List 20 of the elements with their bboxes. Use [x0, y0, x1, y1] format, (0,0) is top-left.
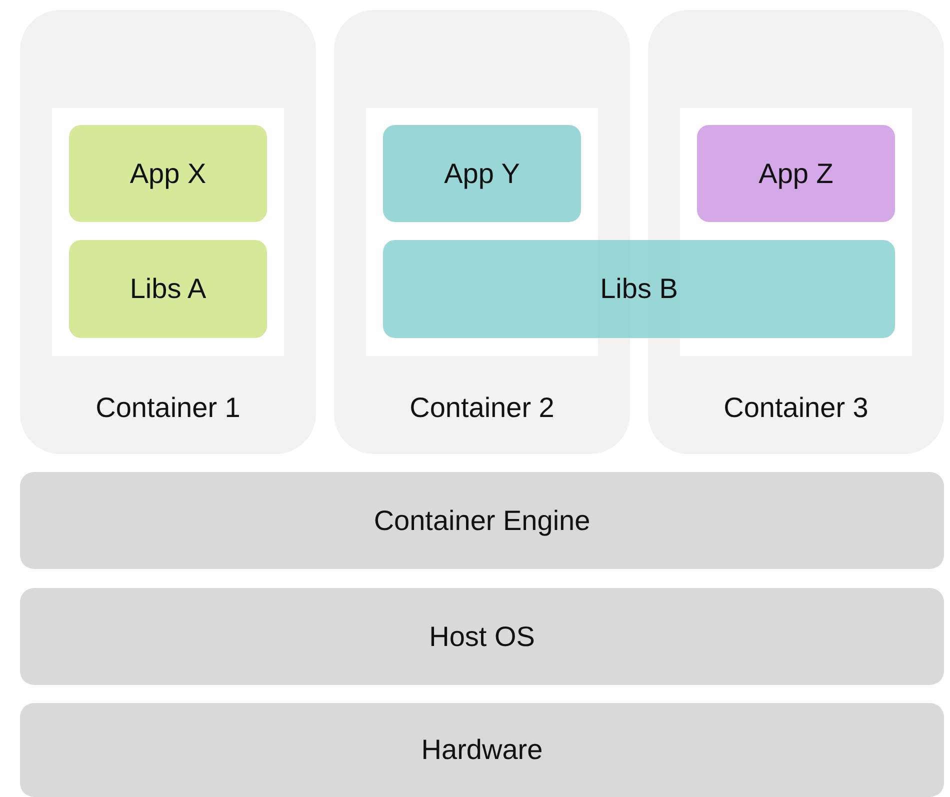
component-box — [383, 125, 581, 222]
layer-bar — [20, 588, 944, 685]
box-label: Hardware — [421, 734, 543, 766]
box-label: Libs B — [600, 273, 678, 305]
box-label: App Z — [758, 158, 834, 190]
box-label: Libs A — [130, 273, 206, 305]
container-box — [20, 10, 316, 454]
component-box — [697, 125, 895, 222]
box-label: App Y — [444, 158, 520, 190]
component-box — [69, 125, 267, 222]
component-box — [383, 240, 895, 338]
container-label: Container 2 — [410, 392, 554, 424]
component-box — [69, 240, 267, 338]
box-label: Host OS — [429, 620, 535, 652]
container-label: Container 1 — [96, 392, 240, 424]
layer-bar — [20, 703, 944, 797]
box-label: Container Engine — [374, 504, 590, 536]
box-label: App X — [130, 158, 206, 190]
layer-bar — [20, 472, 944, 569]
container-label: Container 3 — [724, 392, 868, 424]
